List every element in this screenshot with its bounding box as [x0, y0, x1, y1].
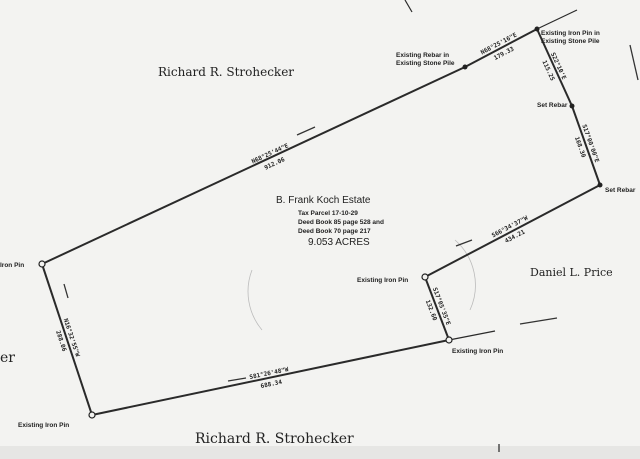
boundary-east-1 [536, 28, 573, 107]
iron-pin-sw-label: Existing Iron Pin [18, 422, 69, 429]
set-rebar-2-marker [597, 182, 603, 188]
boundary-extension-ne [536, 9, 578, 30]
neighbor-right-label: Daniel L. Price [530, 266, 613, 279]
parcel-deed-1: Deed Book 85 page 528 and [298, 219, 384, 226]
neighbor-bottom-label: Richard R. Strohecker [195, 431, 354, 447]
iron-pin-ne-label-2: Existing Stone Pile [541, 38, 600, 45]
neighbor-top-label: Richard R. Strohecker [158, 65, 294, 79]
course-mark-se [455, 239, 473, 247]
iron-pin-ne-label: Existing Iron Pin in [541, 30, 600, 37]
set-rebar-1-marker [569, 103, 575, 109]
iron-pin-inner-marker [421, 273, 429, 281]
parcel-tax-id: Tax Parcel 17-10-29 [298, 210, 358, 217]
paper-edge [0, 446, 640, 459]
rebar-north-label: Existing Rebar in [396, 52, 449, 59]
edge-mark-right [629, 44, 639, 81]
course-south-distance: 688.34 [260, 379, 283, 390]
boundary-east-2 [571, 105, 601, 186]
parcel-name: B. Frank Koch Estate [276, 195, 371, 206]
iron-pin-sw-marker [88, 411, 96, 419]
rebar-north-marker [462, 64, 468, 70]
course-mark-north [296, 126, 316, 136]
boundary-southeast [424, 184, 601, 278]
boundary-south [91, 339, 450, 416]
iron-pin-south-label: Existing Iron Pin [452, 348, 503, 355]
boundary-northeast [464, 28, 538, 68]
boundary-inner [424, 276, 450, 341]
faint-arc-right [454, 239, 476, 311]
set-rebar-2-label: Set Rebar [605, 187, 636, 194]
boundary-north [41, 66, 466, 265]
iron-pin-ne-marker [534, 26, 540, 32]
boundary-extension-east [519, 317, 558, 325]
neighbor-left-partial-label: er [0, 350, 15, 366]
boundary-extension-north [404, 0, 413, 13]
parcel-deed-2: Deed Book 70 page 217 [298, 228, 371, 235]
faint-arc-left [247, 269, 263, 331]
parcel-area: 9.053 ACRES [308, 237, 370, 248]
iron-pin-south-marker [445, 336, 453, 344]
course-mark-south [227, 377, 247, 382]
course-mark-west [63, 283, 69, 299]
rebar-north-label-2: Existing Stone Pile [396, 60, 455, 67]
boundary-west [41, 263, 93, 416]
iron-pin-west-marker [38, 260, 46, 268]
set-rebar-1-label: Set Rebar [537, 102, 568, 109]
boundary-extension-south [448, 330, 496, 341]
iron-pin-inner-label: Existing Iron Pin [357, 277, 408, 284]
iron-pin-west-label: Iron Pin [0, 262, 24, 269]
